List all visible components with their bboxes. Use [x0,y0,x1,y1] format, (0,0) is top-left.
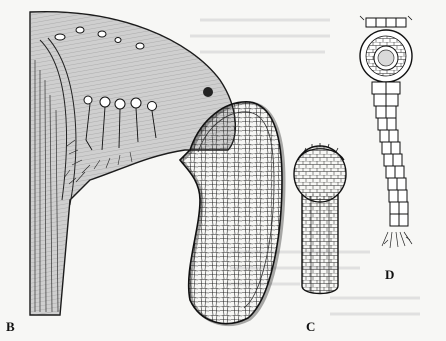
figure-label-c: C [306,320,315,333]
figure-b-drawing [30,12,284,325]
figure-label-b: B [6,320,15,333]
figure-label-d: D [385,268,394,281]
figure-c-drawing [294,143,346,294]
figure-d-drawing [360,16,412,248]
